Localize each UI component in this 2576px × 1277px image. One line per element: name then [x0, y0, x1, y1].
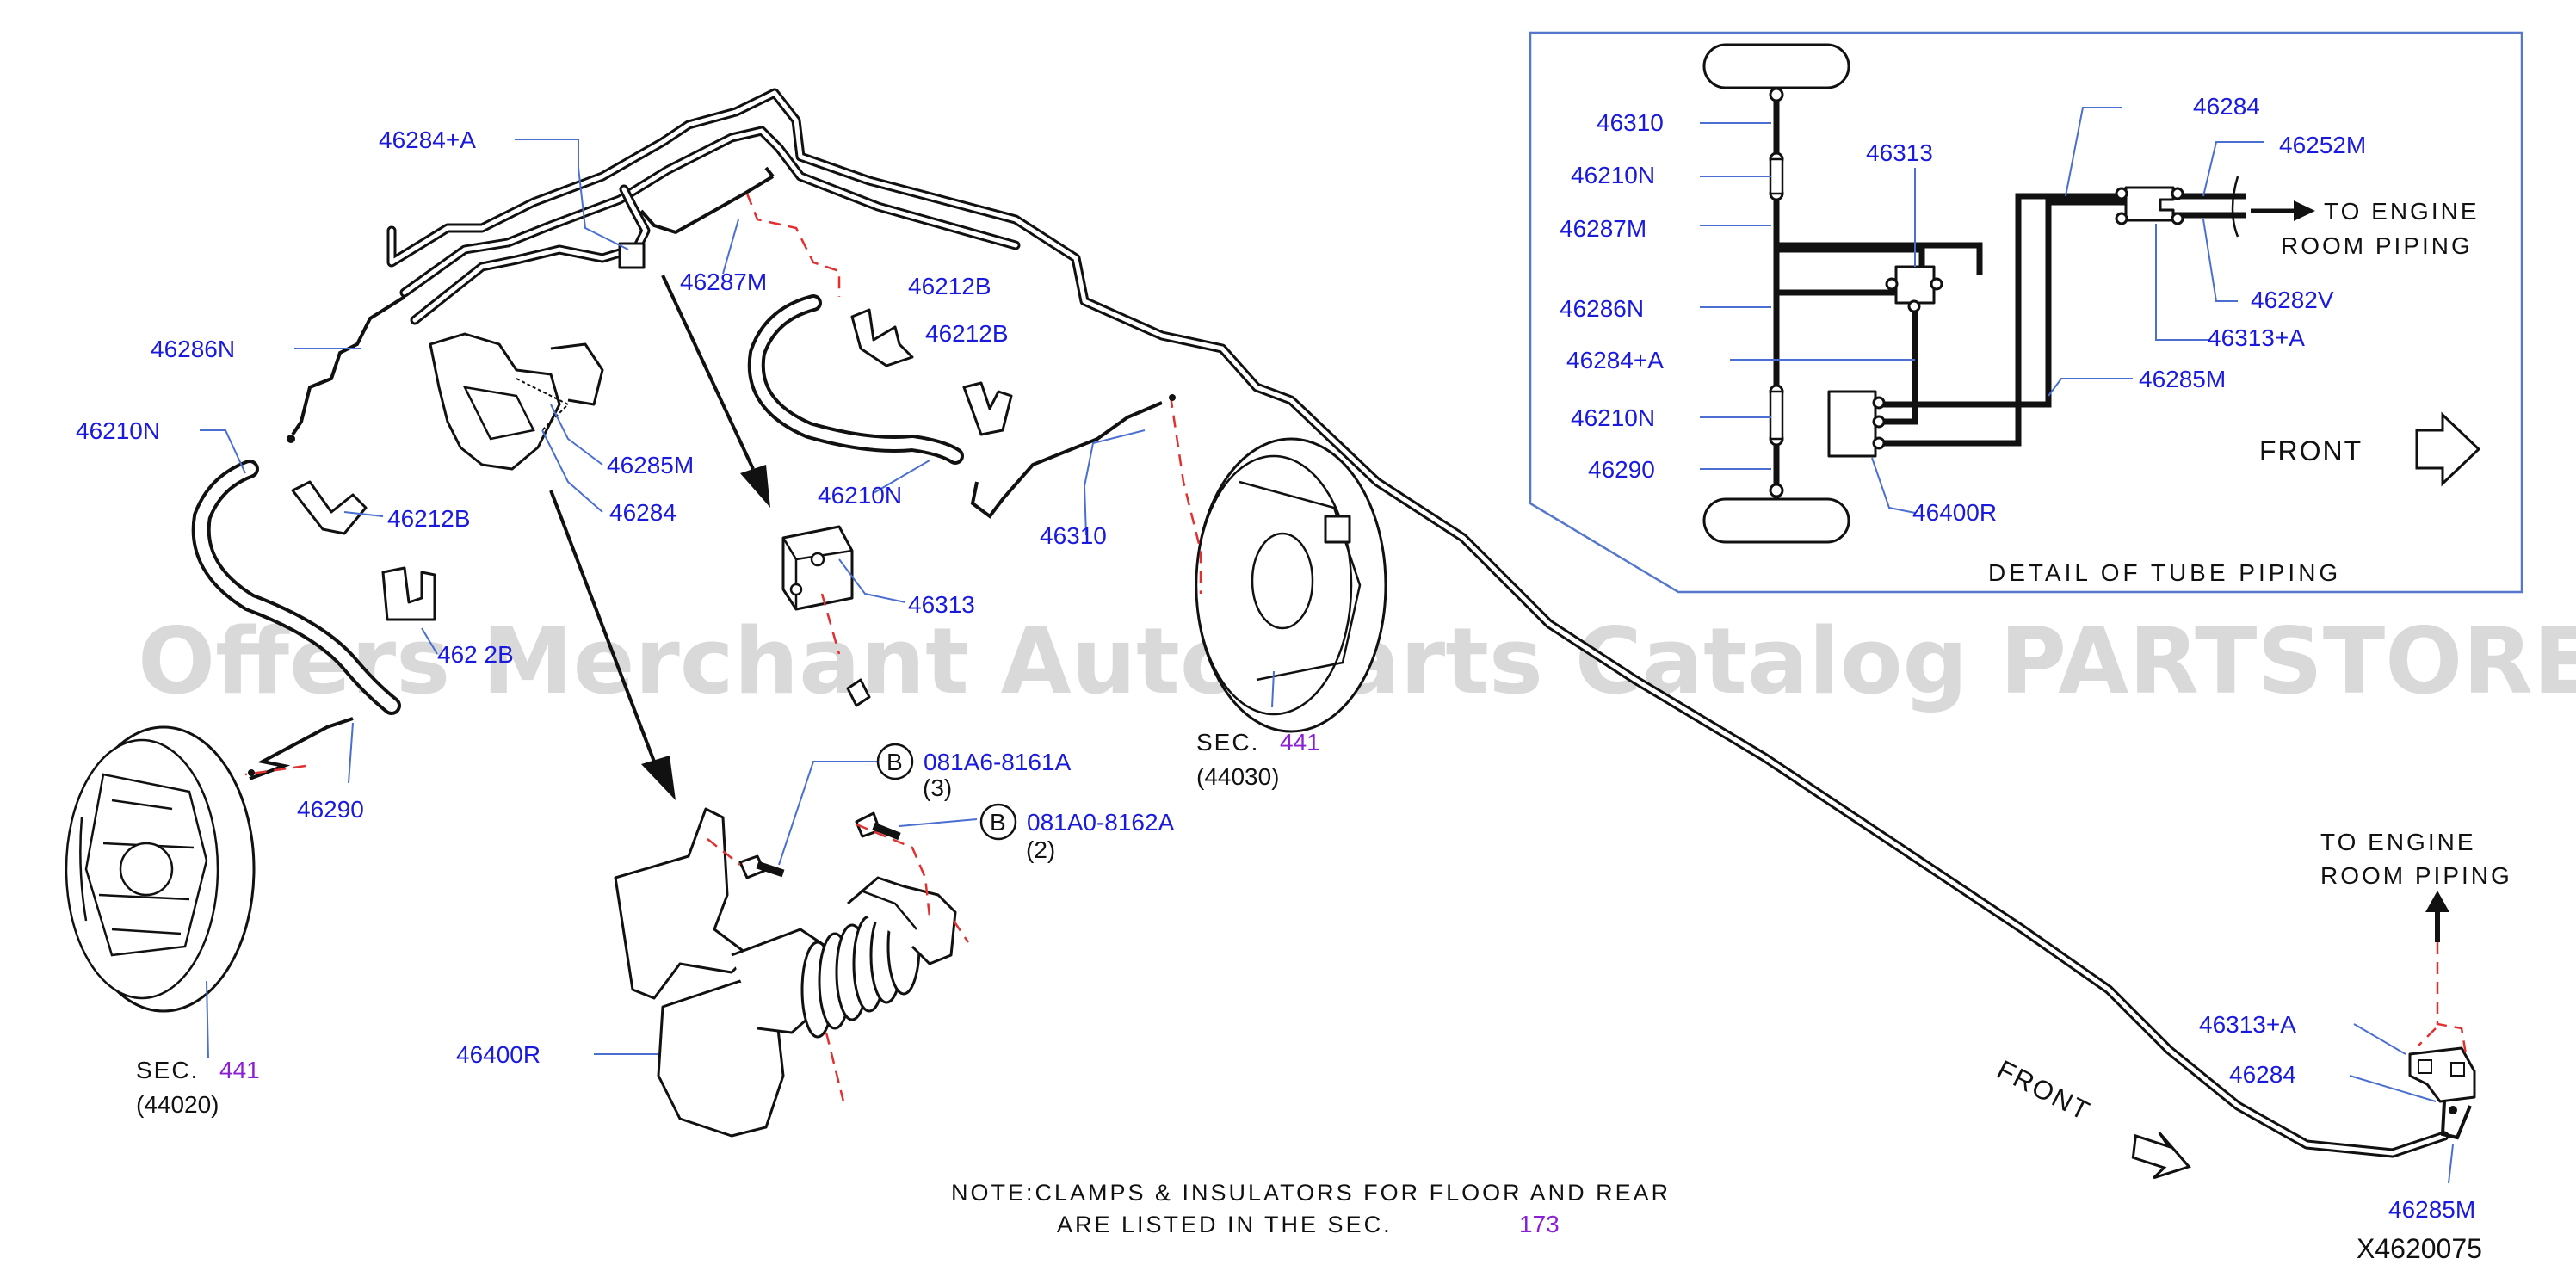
detail-label-46284A: 46284+A [1566, 347, 1664, 373]
label-46285M: 46285M [607, 452, 694, 478]
clip-46212B-d [962, 381, 1013, 436]
callout-b-circle-1 [876, 743, 914, 780]
detail-label-46282V: 46282V [2251, 287, 2334, 313]
detail-title: DETAIL OF TUBE PIPING [1988, 559, 2341, 586]
to-engine-arrow-icon [2425, 891, 2449, 912]
label-46212B-mid: 46212B [925, 320, 1009, 347]
label-46313A-lower: 46313+A [2199, 1011, 2296, 1038]
label-to-engine-lower-1: TO ENGINE [2320, 829, 2476, 855]
rear-backing-plate-right [1195, 437, 1387, 733]
label-46210N-mid: 46210N [818, 482, 902, 509]
detail-label-46287M: 46287M [1560, 215, 1646, 242]
detail-rear-wheel-bottom [1702, 497, 1850, 544]
label-sec-left: SEC. [136, 1057, 199, 1083]
label-bolt-081A0-8162A: 081A0-8162A [1027, 809, 1175, 836]
detail-front-arrow-icon [2415, 411, 2481, 487]
note-line-2: ARE LISTED IN THE SEC. [1057, 1212, 1393, 1237]
label-46287M: 46287M [680, 268, 767, 295]
assembly-arrows [549, 275, 770, 800]
note-line-1: NOTE:CLAMPS & INSULATORS FOR FLOOR AND R… [951, 1180, 1671, 1206]
detail-junction-46313 [1894, 265, 1936, 305]
detail-front-label: FRONT [2259, 435, 2363, 466]
brake-hoses [191, 294, 1163, 780]
label-46284: 46284 [609, 499, 676, 526]
label-46212B-top: 46212B [908, 273, 991, 299]
bolt-081A0-8162A [855, 811, 901, 841]
note-section-number: 173 [1519, 1211, 1560, 1237]
label-46310: 46310 [1040, 522, 1107, 549]
label-bolt2-qty: (2) [1026, 836, 1055, 863]
label-46400R: 46400R [456, 1041, 541, 1068]
label-46313: 46313 [908, 591, 975, 618]
detail-to-engine-line2: ROOM PIPING [2281, 232, 2473, 259]
callout-b-letter-1: B [886, 749, 903, 775]
label-46212B-partial: 462 2B [437, 641, 514, 668]
junction-block-46313 [781, 525, 871, 707]
label-46290: 46290 [297, 796, 364, 823]
label-to-engine-lower-2: ROOM PIPING [2320, 862, 2512, 889]
label-46284A-top: 46284+A [379, 126, 476, 153]
label-sec-left-code: (44020) [136, 1091, 219, 1118]
label-bolt1-qty: (3) [923, 774, 952, 801]
detail-label-46285M: 46285M [2139, 366, 2226, 392]
rear-drum-brake-left [65, 725, 256, 1013]
lower-connector-46313A [2408, 1046, 2476, 1140]
bolt-081A6-8161A [738, 854, 785, 879]
label-46285M-lower: 46285M [2388, 1196, 2475, 1223]
callout-b-circle-2 [979, 803, 1017, 841]
detail-label-46210N-b: 46210N [1571, 404, 1655, 431]
upper-bracket-assembly [429, 332, 604, 471]
detail-label-46313: 46313 [1866, 139, 1933, 166]
detail-label-46286N: 46286N [1560, 295, 1644, 322]
assembly-dashed-lines [244, 193, 2468, 1102]
detail-rear-wheel-top [1702, 43, 1850, 89]
detail-label-46252M: 46252M [2279, 132, 2366, 158]
label-46284-lower: 46284 [2229, 1061, 2296, 1088]
detail-label-46310: 46310 [1597, 109, 1664, 136]
label-sec-mid-code: (44030) [1196, 763, 1280, 790]
detail-label-46284: 46284 [2193, 93, 2260, 120]
detail-panel: 46310 46210N 46287M 46286N 46284+A 46210… [1529, 31, 2523, 594]
label-sec-mid: SEC. [1196, 729, 1259, 756]
leader-lines [200, 139, 2454, 1184]
detail-label-46290: 46290 [1588, 456, 1655, 483]
label-sec-left-number: 441 [219, 1057, 260, 1083]
detail-valve-46400R [1827, 390, 1877, 458]
label-46212B-left: 46212B [387, 505, 471, 532]
label-bolt-081A6-8161A: 081A6-8161A [924, 749, 1072, 775]
detail-label-46400R: 46400R [1912, 499, 1997, 526]
callout-b-letter-2: B [990, 809, 1006, 836]
label-46286N: 46286N [151, 336, 235, 362]
main-brake-tubes [287, 88, 2449, 1158]
label-front-lower: FRONT [1992, 1054, 2096, 1126]
label-sec-mid-number: 441 [1280, 729, 1320, 756]
detail-label-46210N-a: 46210N [1571, 162, 1655, 188]
detail-to-engine-line1: TO ENGINE [2324, 198, 2480, 225]
clip-46212B-b [381, 566, 436, 621]
valve-assembly-46400R [614, 807, 957, 1138]
front-arrow-icon [2131, 1132, 2191, 1180]
label-46210N-left: 46210N [76, 417, 160, 444]
detail-label-46313A: 46313+A [2208, 324, 2305, 351]
clip-46212B-c [850, 308, 914, 367]
diagram-code: X4620075 [2357, 1233, 2482, 1264]
clip-46212B-a [291, 480, 368, 535]
